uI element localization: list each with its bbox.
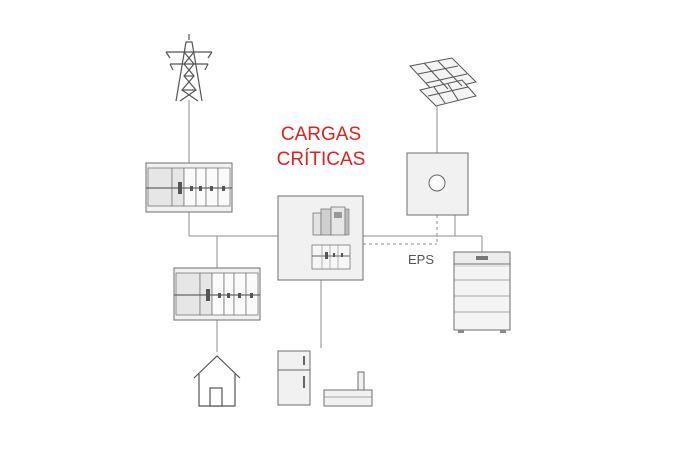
refrigerator-icon xyxy=(277,350,311,406)
critical-loads-box-icon xyxy=(277,195,364,281)
meter-panel-icon xyxy=(173,267,261,321)
meter-panel-icon xyxy=(145,162,233,213)
battery-icon xyxy=(453,251,511,333)
router-icon xyxy=(323,371,373,407)
power-tower-icon xyxy=(165,34,213,102)
eps-label: EPS xyxy=(408,252,435,267)
inverter-icon xyxy=(406,152,469,216)
title-line-2: CRÍTICAS xyxy=(276,149,366,170)
eps-dashed-line xyxy=(363,215,438,245)
critical-loads-title: CARGAS CRÍTICAS xyxy=(266,122,376,172)
title-line-1: CARGAS xyxy=(280,124,362,145)
solar-panel-icon xyxy=(409,57,477,107)
house-icon xyxy=(193,355,241,407)
